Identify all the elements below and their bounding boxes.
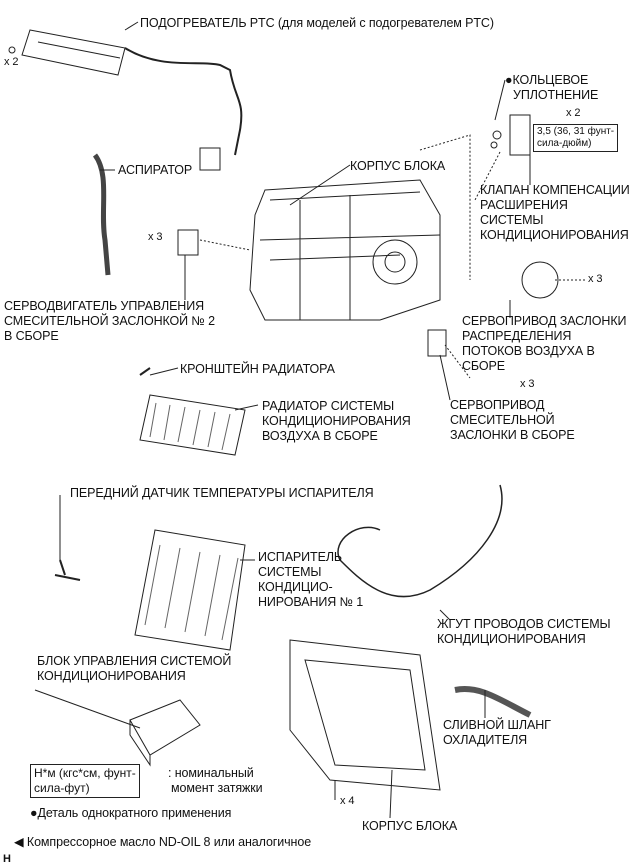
oil-arrow-icon: ◀ — [14, 835, 24, 849]
label-unit-case-top: КОРПУС БЛОКА — [350, 159, 446, 173]
legend-oil: ◀ Компрессорное масло ND-OIL 8 или анало… — [14, 835, 312, 849]
label-unit-case-bottom: КОРПУС БЛОКА — [362, 819, 458, 833]
single-use-dot-icon: ● — [505, 73, 513, 87]
legend-torque-box: Н*м (кгс*см, фунт-сила-фут) — [30, 764, 140, 798]
ac-control-drawing — [34, 689, 201, 767]
label-o-ring: ●КОЛЬЦЕВОЕ УПЛОТНЕНИЕ — [505, 73, 599, 102]
single-use-dot-icon: ● — [30, 806, 38, 820]
aspirator-drawing — [92, 153, 111, 276]
ptc-heater-drawing — [8, 29, 243, 171]
qty-valve: x 2 — [566, 107, 581, 119]
servo-airflow-drawing — [521, 261, 559, 299]
qty-servo-airflow: x 3 — [588, 273, 603, 285]
evap-sensor-drawing — [54, 559, 81, 581]
label-aspirator: АСПИРАТОР — [118, 163, 193, 177]
servo-mix-drawing — [427, 329, 447, 357]
legend-single-use: ●Деталь однократного применения — [30, 806, 232, 820]
qty-servo-mix2: x 3 — [148, 231, 163, 243]
qty-case: x 4 — [340, 795, 355, 807]
label-evap-sensor: ПЕРЕДНИЙ ДАТЧИК ТЕМПЕРАТУРЫ ИСПАРИТЕЛЯ — [70, 486, 374, 500]
unit-case-top-drawing — [249, 179, 441, 321]
unit-case-bottom-drawing — [289, 639, 441, 819]
evaporator-drawing — [134, 529, 246, 651]
expansion-valve-drawing — [419, 114, 531, 280]
label-radiator-bracket: КРОНШТЕЙН РАДИАТОРА — [180, 362, 335, 376]
torque-valve-box: 3,5 (36, 31 фунт-сила-дюйм) — [533, 124, 619, 152]
qty-ptc: x 2 — [4, 56, 19, 68]
drain-hose-drawing — [454, 686, 532, 718]
radiator-drawing — [139, 367, 246, 456]
qty-servo-mix: x 3 — [520, 378, 535, 390]
label-ptc-heater: ПОДОГРЕВАТЕЛЬ PTC (для моделей с подогре… — [140, 16, 494, 30]
corner-code: H — [3, 853, 11, 865]
servo-mix2-drawing — [177, 229, 199, 256]
wire-harness-drawing — [337, 484, 503, 598]
